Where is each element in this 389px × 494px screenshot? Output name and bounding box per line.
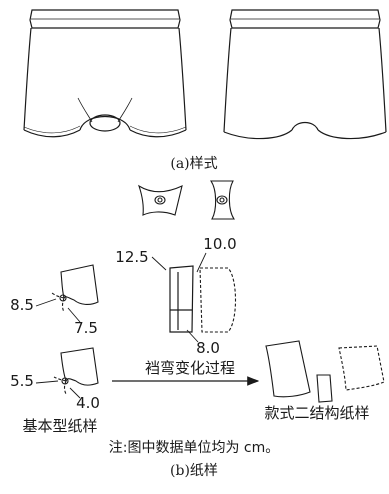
caption-a: (a)样式 (170, 156, 217, 172)
style2-pattern-label: 款式二结构纸样 (264, 404, 369, 422)
leader-4-0 (69, 387, 81, 399)
leader-5-5 (35, 380, 59, 384)
arrow-label: 裆弯变化过程 (145, 359, 235, 377)
crotch-piece-dashed (199, 267, 236, 333)
style2-front-piece (338, 345, 385, 391)
dim-5-5: 5.5 (10, 372, 34, 390)
caption-b: (b)纸样 (170, 463, 218, 479)
leader-12-5 (151, 256, 167, 271)
dim-12-5: 12.5 (115, 248, 148, 266)
dim-10-0: 10.0 (203, 235, 236, 253)
style2-gusset-piece (316, 374, 333, 403)
leader-8-0 (186, 329, 199, 343)
back-view-shorts (223, 9, 387, 140)
gusset-piece-left (138, 184, 183, 216)
leader-8-5 (35, 298, 57, 307)
leader-7-5 (67, 307, 81, 323)
base-back-piece (51, 264, 99, 313)
base-front-piece (53, 347, 99, 395)
dim-8-0: 8.0 (196, 339, 220, 357)
unit-note: 注:图中数据单位均为 cm。 (109, 440, 280, 456)
gusset-piece-right (209, 180, 236, 220)
dim-4-0: 4.0 (76, 394, 100, 412)
dim-7-5: 7.5 (74, 319, 98, 337)
front-view-shorts (23, 9, 187, 138)
crotch-piece-solid (169, 265, 194, 333)
dim-8-5: 8.5 (10, 296, 34, 314)
style2-back-piece (265, 340, 311, 398)
leader-10-0 (196, 252, 207, 273)
base-pattern-label: 基本型纸样 (22, 417, 97, 435)
